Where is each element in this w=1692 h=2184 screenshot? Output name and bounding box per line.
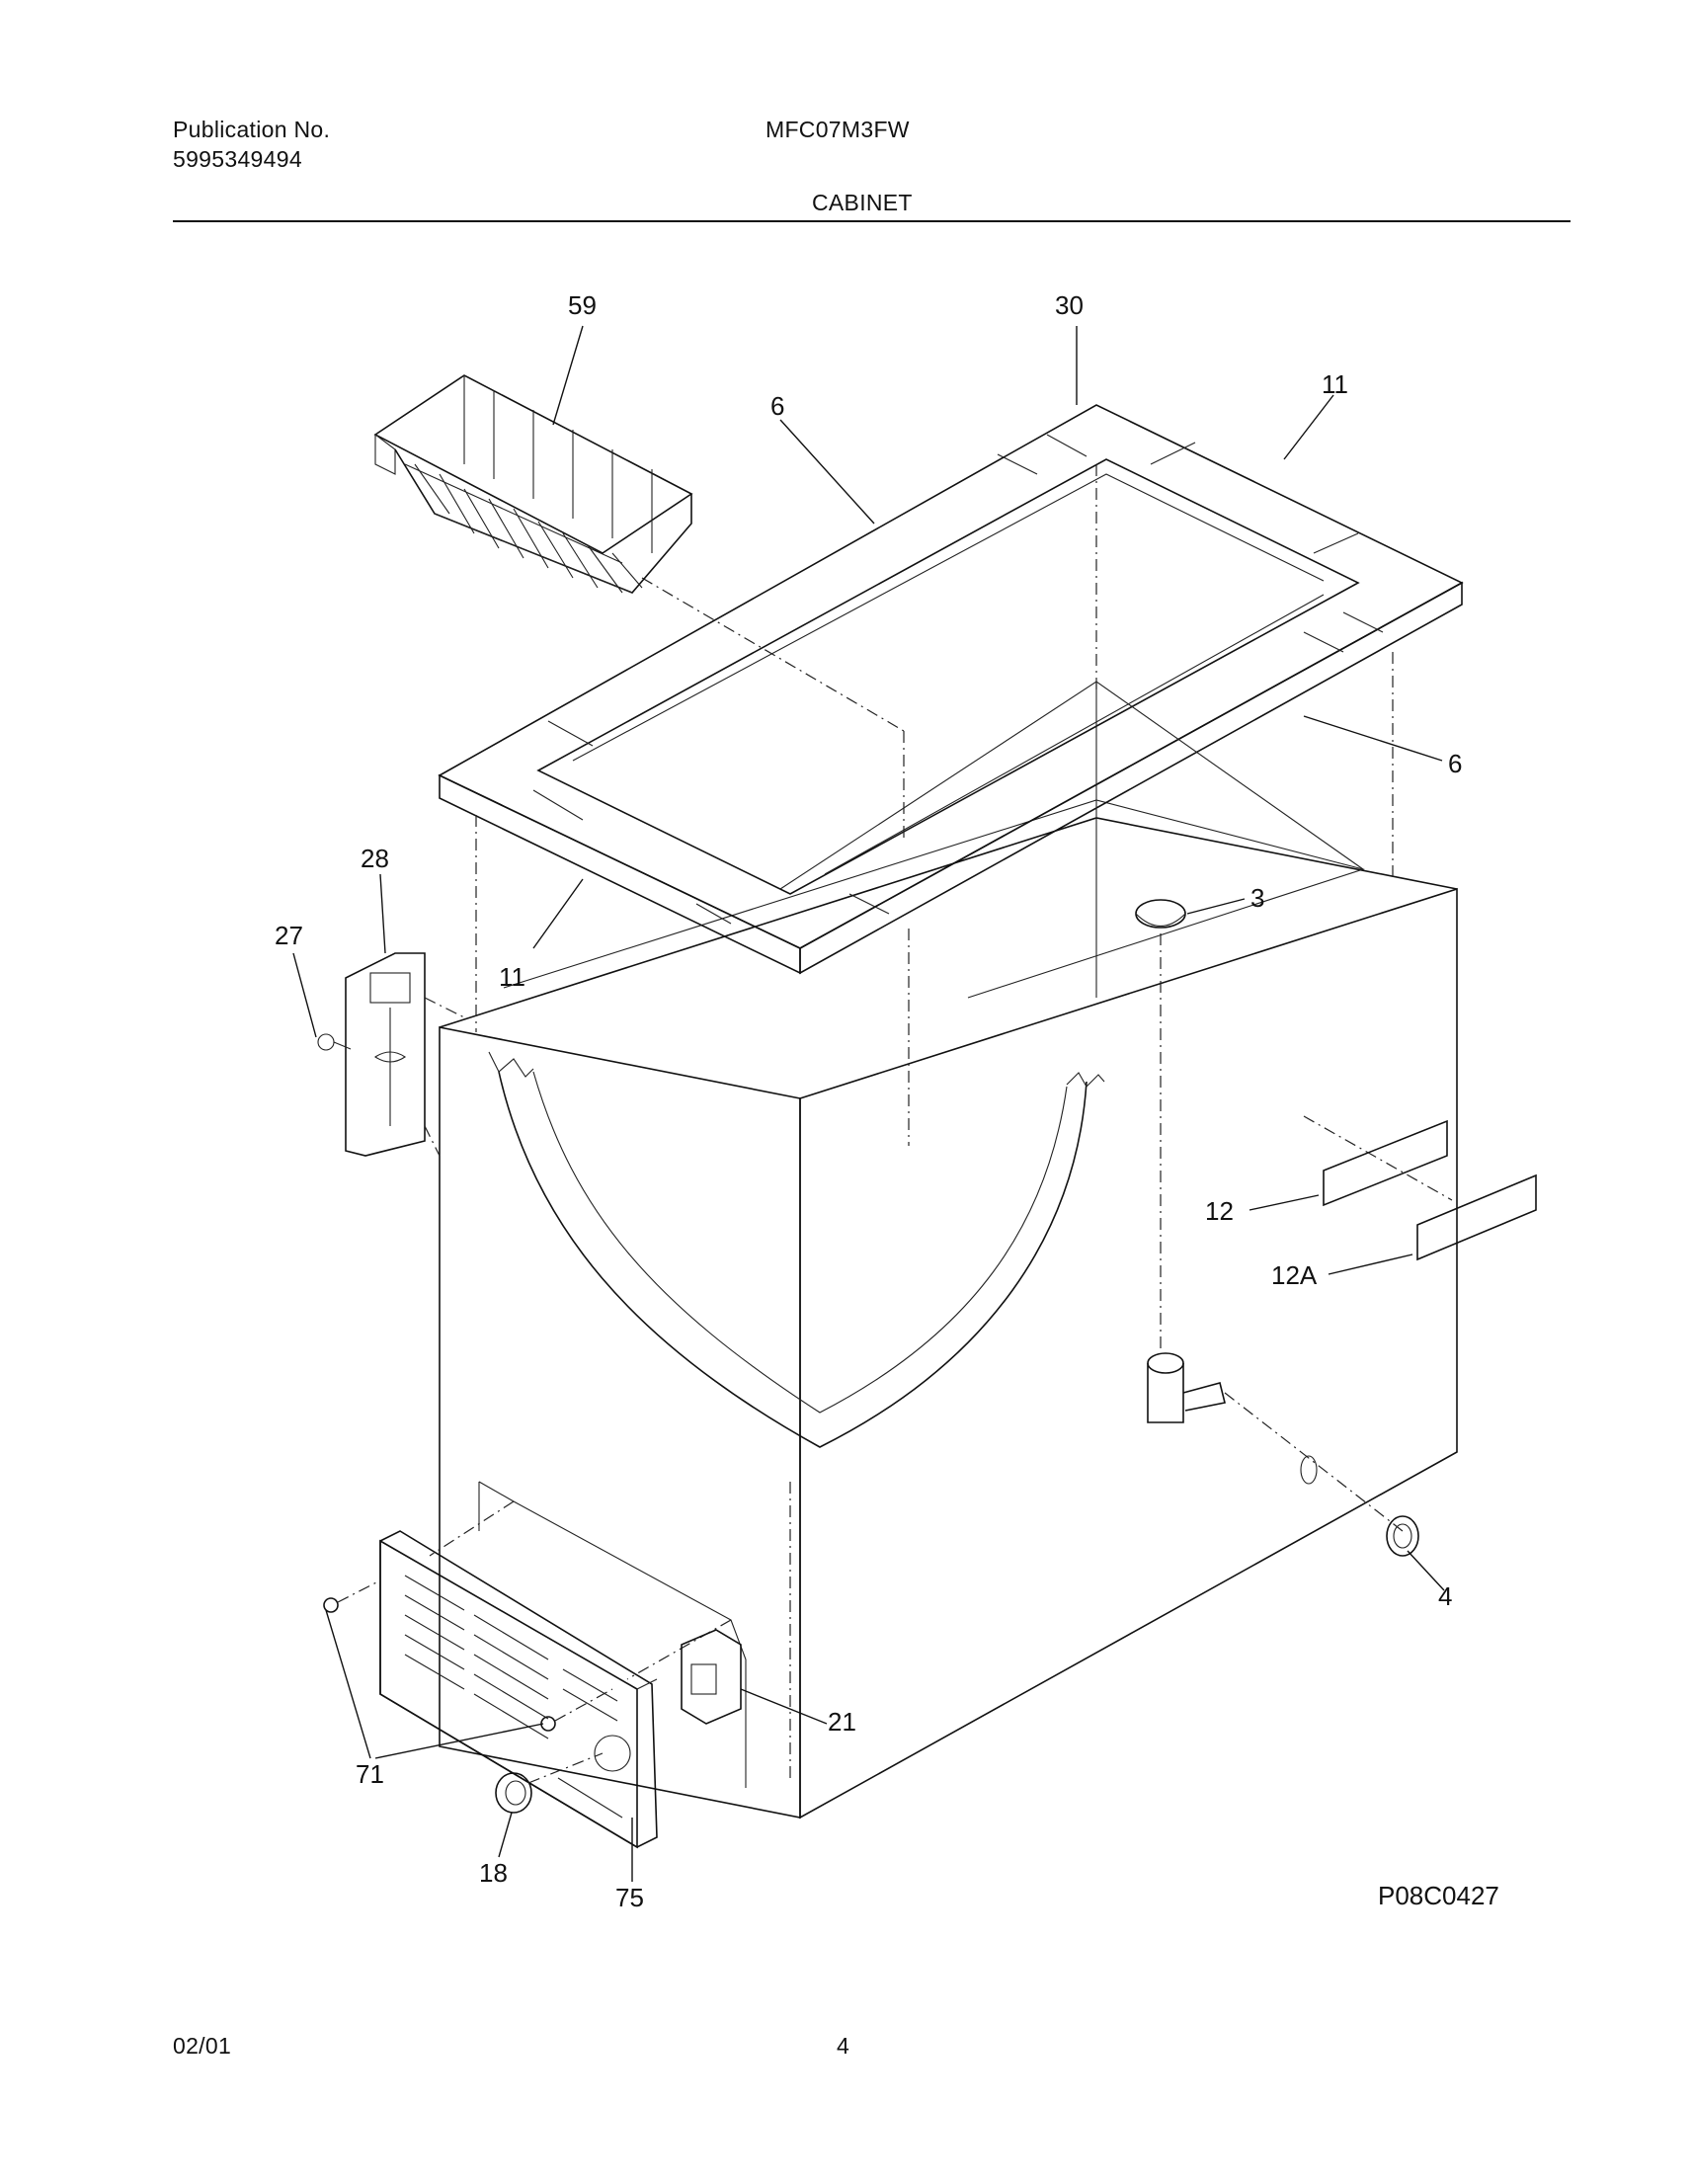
drain-plug [1386,1515,1419,1557]
callout-30: 30 [1055,290,1084,320]
grille-mount-outline [429,1481,747,1788]
cabinet-body [439,799,1458,1820]
callout-28: 28 [361,844,389,873]
callout-59: 59 [568,290,597,320]
callout-4: 4 [1438,1581,1452,1611]
drain-cap [1135,899,1186,1353]
callout-27: 27 [275,921,303,950]
callout-11-top: 11 [1322,369,1348,399]
callout-11-left: 11 [499,962,525,992]
label-strips [1303,1115,1537,1261]
page-number: 4 [837,2033,850,2059]
grille-screws [323,1579,613,1732]
callout-21: 21 [828,1707,856,1737]
wire-basket [373,374,693,594]
switch [681,1629,742,1725]
publication-number: 5995349494 [173,146,302,172]
section-title: CABINET [812,190,913,215]
publication-label: Publication No. [173,117,331,142]
callout-71: 71 [356,1759,384,1789]
breaker-frame [438,404,1464,998]
hinge [345,952,465,1157]
figure-code: P08C0427 [1378,1881,1499,1910]
callout-6-right: 6 [1448,749,1462,778]
callout-3: 3 [1250,883,1264,913]
leader-lines [292,325,1445,1882]
grille-plug [495,1752,604,1814]
model-number: MFC07M3FW [765,117,910,142]
drain-tube [1147,1352,1404,1532]
footer-date: 02/01 [173,2033,232,2059]
callout-12: 12 [1205,1196,1234,1226]
hinge-screw [317,1033,352,1051]
callout-12a: 12A [1271,1260,1318,1290]
callout-18: 18 [479,1858,508,1888]
grille [379,1530,658,1849]
callout-6-top: 6 [770,391,784,421]
callout-75: 75 [615,1883,644,1912]
